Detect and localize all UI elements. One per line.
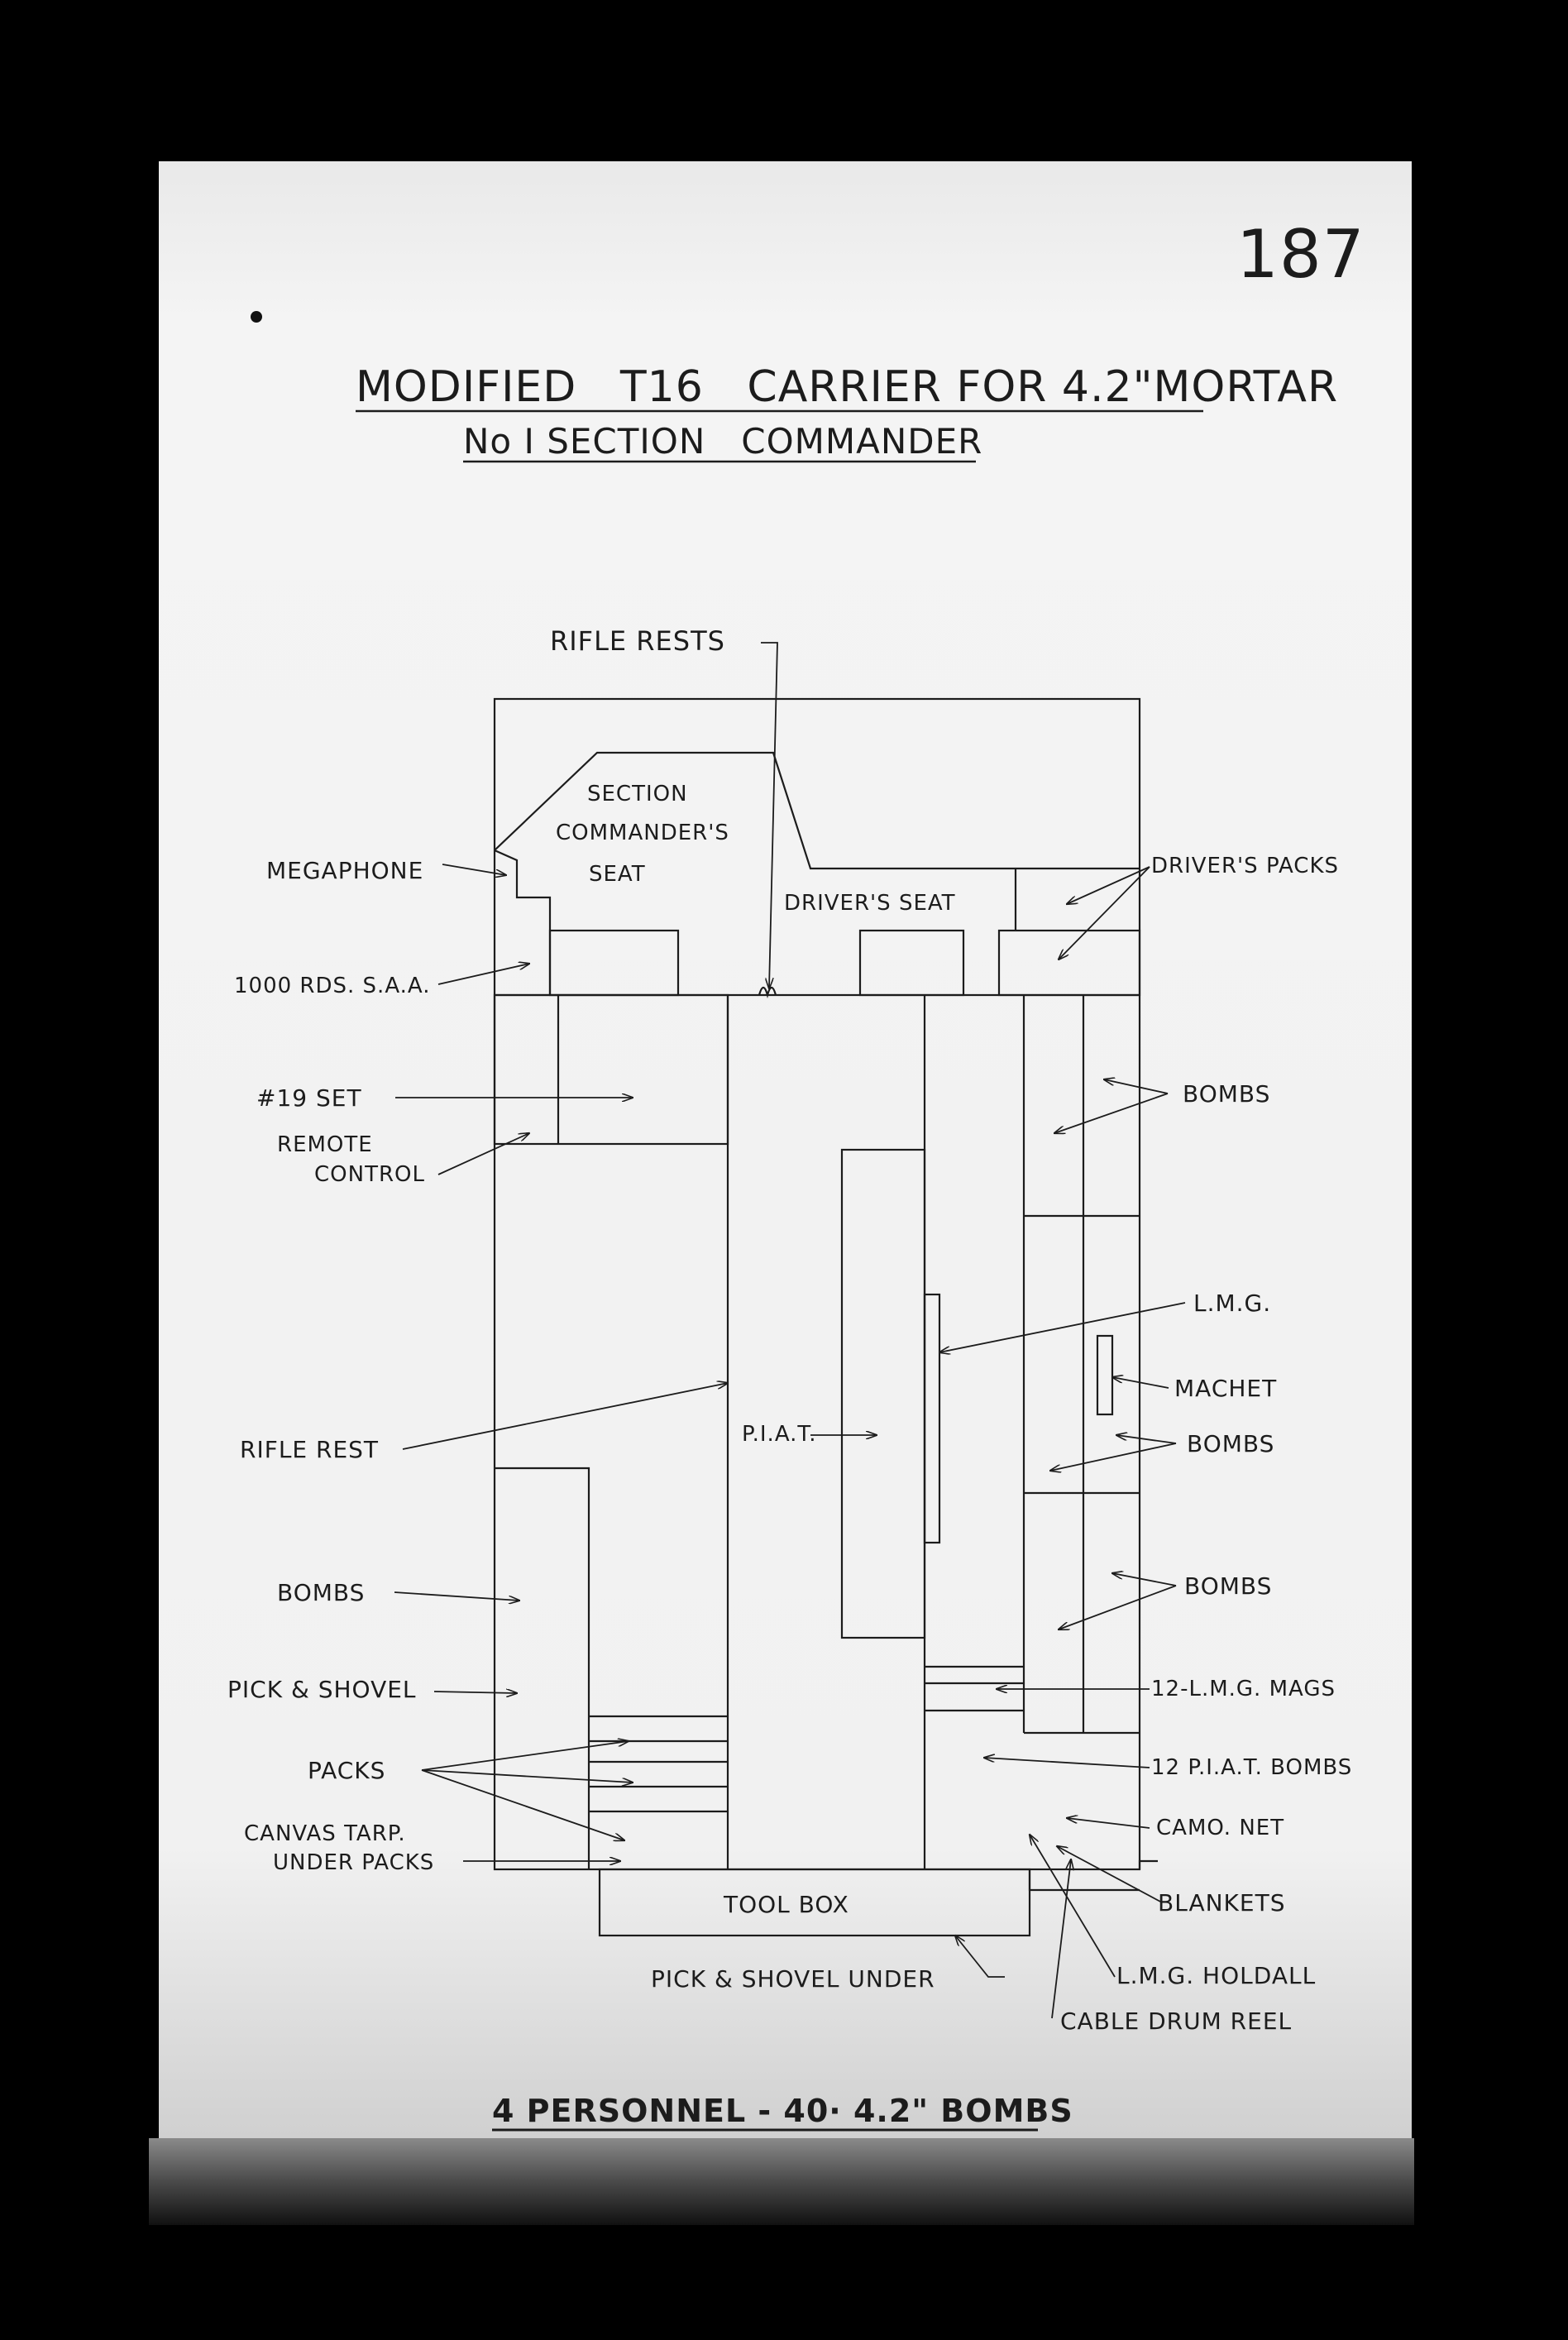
section-commanders-seat-label: SEAT <box>589 862 646 887</box>
bombs-right-label: BOMBS <box>1183 1080 1270 1108</box>
remote-control-label: CONTROL <box>314 1162 425 1187</box>
cable-drum-reel-label: CABLE DRUM REEL <box>1060 2007 1292 2035</box>
pick-shovel-under-label: PICK & SHOVEL UNDER <box>651 1965 935 1993</box>
pick-shovel-label: PICK & SHOVEL <box>227 1676 417 1703</box>
ink-speck <box>251 311 262 323</box>
piat-bombs-label: 12 P.I.A.T. BOMBS <box>1151 1755 1352 1780</box>
machet-label: MACHET <box>1174 1375 1277 1402</box>
footer-summary: 4 PERSONNEL - 40· 4.2" BOMBS <box>492 2093 1073 2129</box>
remote-control-label: REMOTE <box>277 1132 373 1157</box>
section-commanders-seat-label: SECTION <box>587 782 688 806</box>
camo-net-label: CAMO. NET <box>1156 1816 1284 1840</box>
lmg-mags-label: 12-L.M.G. MAGS <box>1151 1677 1336 1701</box>
bombs-right-label: BOMBS <box>1187 1430 1274 1457</box>
tool-box-label: TOOL BOX <box>723 1891 849 1918</box>
diagram-title: MODIFIED T16 CARRIER FOR 4.2"MORTAR <box>356 362 1338 412</box>
lmg-holdall-label: L.M.G. HOLDALL <box>1116 1962 1316 1989</box>
rifle-rests-label: RIFLE RESTS <box>550 625 725 657</box>
set19-label: #19 SET <box>256 1084 362 1112</box>
bombs-left-label: BOMBS <box>277 1579 365 1606</box>
piat-label: P.I.A.T. <box>742 1422 816 1447</box>
drivers-packs-label: DRIVER'S PACKS <box>1151 854 1339 878</box>
paper-bottom-shadow <box>149 2138 1414 2225</box>
bombs-right-label: BOMBS <box>1184 1572 1272 1600</box>
section-commanders-seat-label: COMMANDER'S <box>556 821 729 845</box>
canvas-tarp-label: UNDER PACKS <box>273 1850 434 1875</box>
page-number: 187 <box>1236 216 1365 293</box>
saa-label: 1000 RDS. S.A.A. <box>234 974 431 998</box>
drivers-seat-label: DRIVER'S SEAT <box>784 891 956 916</box>
paper-sheet <box>159 161 1412 2146</box>
lmg-label: L.M.G. <box>1193 1290 1271 1317</box>
packs-label: PACKS <box>308 1757 385 1784</box>
carrier-outline <box>493 697 1158 1937</box>
blankets-label: BLANKETS <box>1158 1889 1285 1917</box>
rifle-rest-label: RIFLE REST <box>240 1436 379 1463</box>
megaphone-label: MEGAPHONE <box>266 857 423 884</box>
diagram-subtitle: No I SECTION COMMANDER <box>463 421 982 462</box>
canvas-tarp-label: CANVAS TARP. <box>244 1821 406 1846</box>
leader-lines <box>394 642 1186 2019</box>
